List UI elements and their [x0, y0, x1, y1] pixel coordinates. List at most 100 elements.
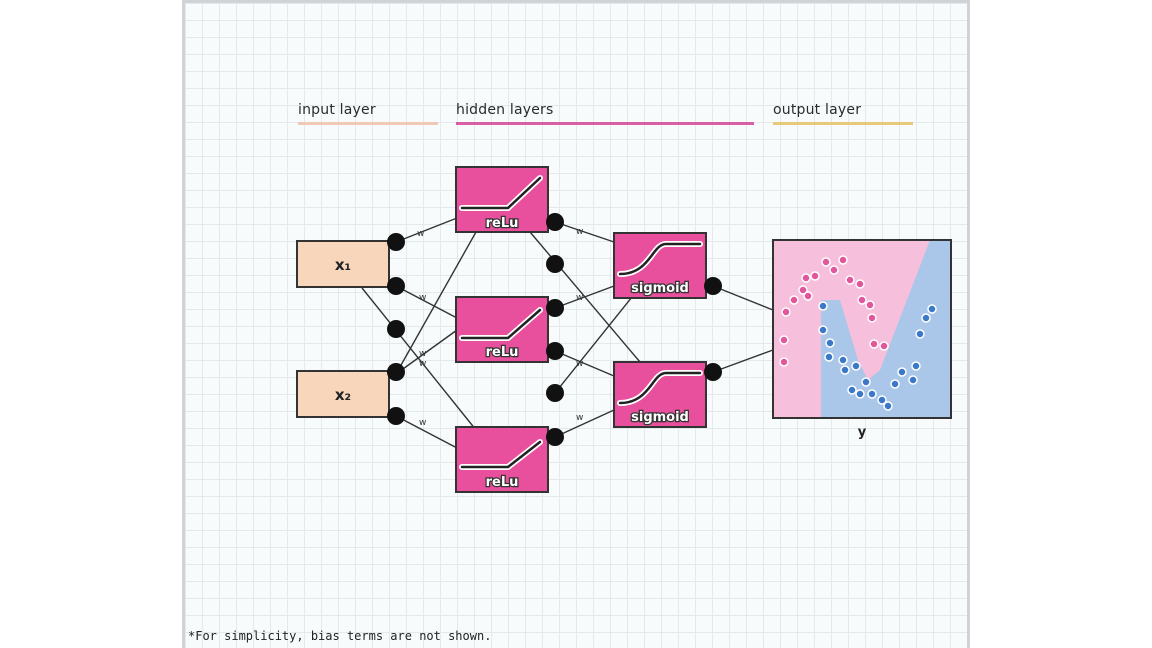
input-layer-label: input layer [298, 102, 438, 125]
hidden-layers-label: hidden layers [456, 102, 754, 125]
connection [395, 285, 458, 319]
data-point [927, 304, 937, 314]
input-node-x1: x₁ [296, 240, 390, 288]
weight-label: w [419, 418, 426, 428]
connector-dot [546, 342, 564, 360]
data-point [867, 313, 877, 323]
sigmoid-node-2: sigmoid [613, 361, 707, 428]
relu-label: reLu [486, 345, 519, 360]
data-point [829, 265, 839, 275]
data-point [840, 365, 850, 375]
connection [395, 231, 477, 375]
output-label: y [858, 425, 867, 440]
relu-label: reLu [486, 216, 519, 231]
data-point [908, 375, 918, 385]
data-point [911, 361, 921, 371]
input-node-x2: x₂ [296, 370, 390, 418]
connection [395, 329, 458, 375]
relu-node-1: reLu [455, 166, 549, 233]
data-point [824, 352, 834, 362]
connections-input-hidden1 [361, 217, 477, 449]
data-point [779, 357, 789, 367]
connector-dot [546, 299, 564, 317]
weight-label: w [419, 349, 426, 359]
region-blue [821, 240, 951, 418]
data-point [838, 255, 848, 265]
connection [554, 221, 615, 243]
weight-label: w [576, 227, 583, 237]
connection [554, 350, 615, 377]
output-layer-label: output layer [773, 102, 913, 125]
relu-label: reLu [486, 475, 519, 490]
data-point [818, 325, 828, 335]
data-point [883, 401, 893, 411]
data-point [867, 389, 877, 399]
data-point [865, 300, 875, 310]
connection [395, 217, 458, 243]
data-point [798, 285, 808, 295]
data-point [779, 335, 789, 345]
connector-dot [546, 255, 564, 273]
sigmoid-label: sigmoid [631, 281, 689, 296]
relu-node-2: reLu [455, 296, 549, 363]
data-point [810, 271, 820, 281]
input-node-label: x₂ [335, 386, 351, 404]
output-decision-plot: y [772, 239, 952, 440]
connector-dot [546, 384, 564, 402]
data-point [877, 395, 887, 405]
data-point [825, 338, 835, 348]
connector-dot [546, 213, 564, 231]
connection [554, 286, 641, 394]
connector-dots [387, 213, 722, 446]
connection [395, 415, 458, 449]
data-point [861, 377, 871, 387]
data-point [857, 295, 867, 305]
connector-dot [387, 320, 405, 338]
sigmoid-label: sigmoid [631, 410, 689, 425]
data-point [879, 341, 889, 351]
relu-node-3: reLu [455, 426, 549, 493]
sigmoid-node-1: sigmoid [613, 232, 707, 299]
connector-dot [387, 363, 405, 381]
data-point [781, 307, 791, 317]
data-point [845, 275, 855, 285]
connection [712, 349, 774, 373]
data-point [821, 257, 831, 267]
data-point [855, 279, 865, 289]
weight-label: w [576, 413, 583, 423]
weight-labels: w w w w w w w w w [417, 227, 583, 428]
data-point [915, 329, 925, 339]
data-point [921, 313, 931, 323]
data-point [869, 339, 879, 349]
data-point [897, 367, 907, 377]
connections-hidden2-output [712, 285, 774, 373]
data-point [838, 355, 848, 365]
data-point [818, 301, 828, 311]
weight-label: w [419, 359, 426, 369]
data-point [855, 389, 865, 399]
data-point [890, 379, 900, 389]
connection [361, 287, 477, 431]
connector-dot [546, 428, 564, 446]
connector-dot [387, 233, 405, 251]
footnote: *For simplicity, bias terms are not show… [188, 629, 492, 643]
connector-dot [387, 407, 405, 425]
connector-dot [387, 277, 405, 295]
weight-label: w [419, 293, 426, 303]
data-point [801, 273, 811, 283]
connection [554, 409, 615, 438]
connection [554, 285, 615, 309]
connections-hidden1-hidden2 [529, 221, 641, 438]
input-node-label: x₁ [335, 256, 351, 274]
data-point [789, 295, 799, 305]
weight-label: w [576, 359, 583, 369]
data-point [847, 385, 857, 395]
weight-label: w [576, 293, 583, 303]
data-point [803, 291, 813, 301]
connector-dot [704, 363, 722, 381]
data-point [851, 361, 861, 371]
connector-dot [704, 277, 722, 295]
connection [712, 285, 774, 311]
weight-label: w [417, 229, 424, 239]
